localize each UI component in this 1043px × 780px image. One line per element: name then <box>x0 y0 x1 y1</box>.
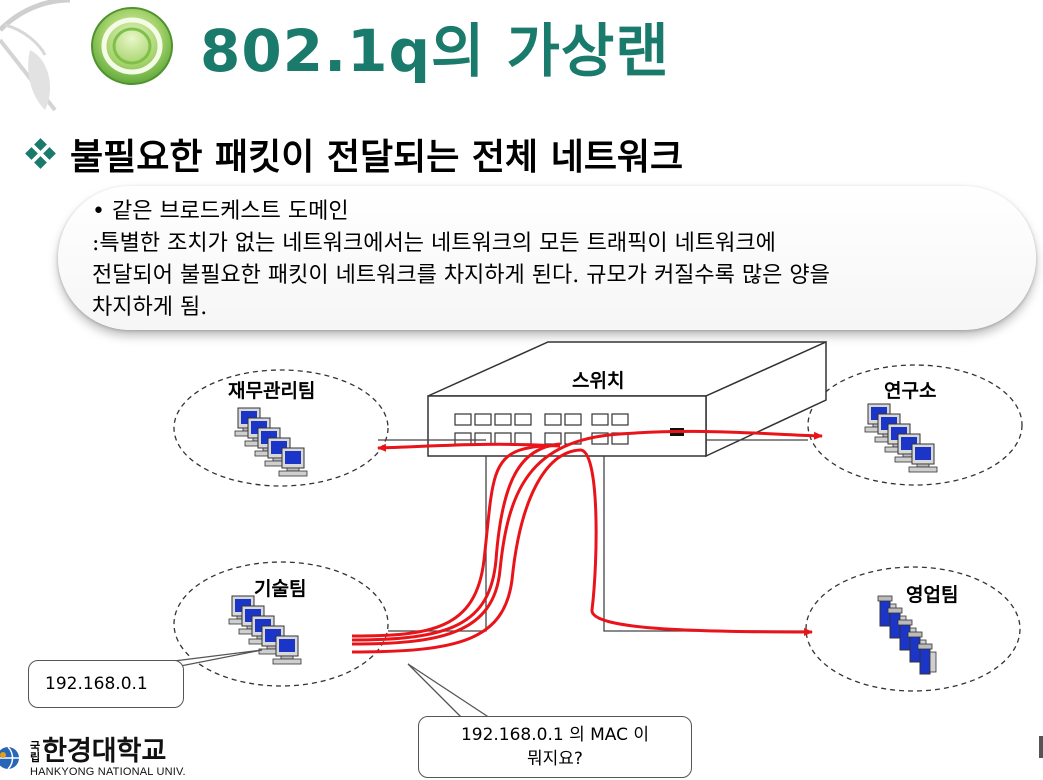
callout-line-4: 차지하게 됨. <box>92 295 208 320</box>
title-ring-icon <box>91 7 173 85</box>
research-pc-stack <box>864 403 938 473</box>
switch-device <box>427 340 827 458</box>
finance-pc-stack <box>234 407 308 477</box>
ip-address-callout: 192.168.0.1 <box>28 660 184 708</box>
section-heading: 불필요한 패킷이 전달되는 전체 네트워크 <box>24 128 683 180</box>
university-prefix: 국 립 <box>30 740 41 764</box>
heading-text: 불필요한 패킷이 전달되는 전체 네트워크 <box>70 137 684 178</box>
university-emblem-icon <box>0 746 19 770</box>
question-callout-pointer <box>407 663 491 719</box>
finance-group-label: 재무관리팀 <box>228 380 316 402</box>
tech-group-boundary <box>173 561 389 687</box>
callout-text: • 같은 브로드케스트 도메인 :특별한 조치가 없는 네트워크에서는 네트워크… <box>92 196 1022 324</box>
switch-label: 스위치 <box>572 370 625 392</box>
ip-address-text: 192.168.0.1 <box>45 674 148 694</box>
callout-line-3: 전달되어 불필요한 패킷이 네트워크를 차지하게 된다. 규모가 커질수록 많은… <box>92 263 830 288</box>
callout-box <box>58 186 1036 330</box>
university-name-korean: 한경대학교 <box>42 736 167 767</box>
callout-line-2: :특별한 조치가 없는 네트워크에서는 네트워크의 모든 트래픽이 네트워크에 <box>92 231 776 256</box>
diamond-bullet-icon <box>25 138 56 169</box>
sales-group-label: 영업팀 <box>906 584 959 606</box>
callout-line-1: • 같은 브로드케스트 도메인 <box>92 199 349 224</box>
finance-group-boundary <box>173 369 389 487</box>
sales-pc-stack <box>877 595 937 675</box>
tech-group-label: 기술팀 <box>254 578 307 600</box>
broadcast-arrows <box>351 429 823 654</box>
slide-title: 802.1q의 가상랜 <box>200 17 670 85</box>
mac-question-line-1: 192.168.0.1 의 MAC 이 <box>460 725 650 745</box>
decorative-leaf-graphic <box>0 0 71 112</box>
research-group-label: 연구소 <box>884 380 937 402</box>
mac-question-line-2: 뭐지요? <box>527 749 583 769</box>
university-name-english: HANKYONG NATIONAL UNIV. <box>30 766 186 778</box>
university-logo: 국 립 한경대학교 HANKYONG NATIONAL UNIV. <box>0 738 186 778</box>
sales-group-boundary <box>805 566 1021 692</box>
research-group-boundary <box>807 364 1023 486</box>
mac-question-callout: 192.168.0.1 의 MAC 이 뭐지요? <box>418 716 692 778</box>
